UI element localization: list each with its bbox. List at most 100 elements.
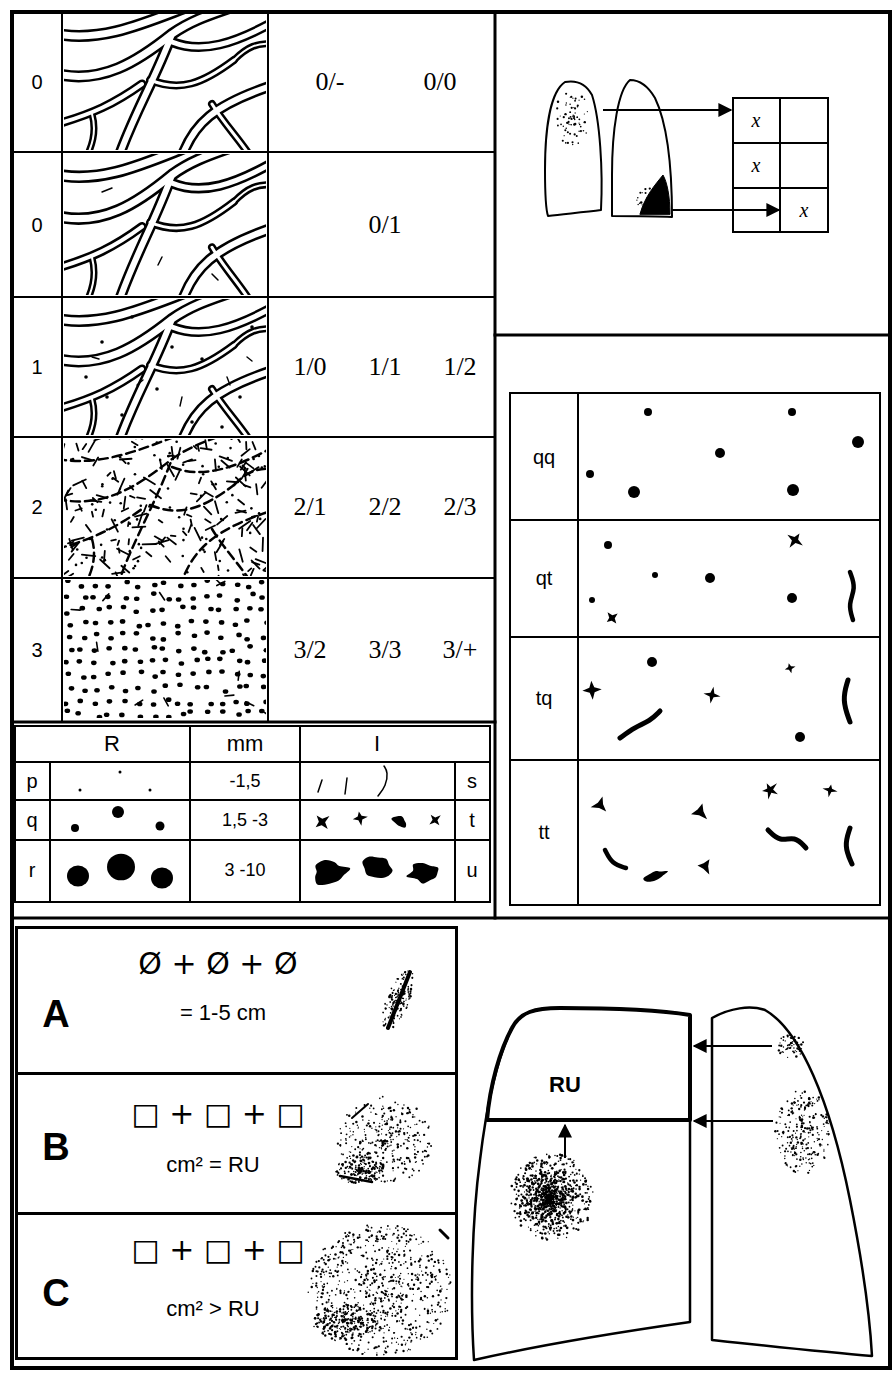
stipple-dot (558, 1190, 560, 1192)
small-opacity (190, 671, 196, 676)
stipple-dot (578, 1208, 581, 1211)
small-opacity (249, 532, 252, 535)
stipple-dot (578, 122, 579, 123)
stipple-dot (540, 1196, 543, 1199)
stipple-dot (546, 1162, 548, 1164)
stipple-dot (558, 1222, 560, 1224)
linear-mark (118, 541, 119, 545)
stipple-dot (787, 1151, 789, 1153)
small-opacity (67, 623, 73, 628)
stipple-dot (546, 1239, 547, 1240)
stipple-dot (801, 1092, 803, 1094)
stipple-dot (778, 1049, 780, 1051)
vessel-trace (64, 509, 142, 549)
round-opacity (852, 436, 864, 448)
stipple-dot (572, 1199, 574, 1201)
stipple-dot (802, 1130, 804, 1132)
stipple-dot (790, 1037, 792, 1039)
small-opacity (77, 699, 83, 704)
small-opacity (187, 709, 193, 714)
stipple-dot (545, 1181, 547, 1183)
stipple-dot (554, 1217, 556, 1219)
stipple-dot (552, 1195, 555, 1198)
stipple-dot (799, 1117, 801, 1119)
irregular-opacity (607, 612, 618, 623)
stipple-dot (550, 1225, 552, 1227)
linear-mark (135, 514, 147, 517)
stipple-dot (774, 1130, 776, 1132)
stipple-dot (541, 1175, 544, 1178)
small-opacity (123, 689, 129, 694)
stipple-dot (792, 1137, 794, 1139)
stipple-dot (537, 1195, 539, 1197)
stipple-dot (550, 1212, 553, 1215)
stipple-dot (552, 1196, 554, 1198)
small-opacity (205, 538, 208, 541)
small-opacity (247, 606, 253, 611)
panel-border (510, 393, 880, 905)
stipple-dot (558, 1160, 560, 1162)
stipple-dot (808, 1098, 810, 1100)
small-opacity (244, 637, 250, 642)
small-opacity (175, 701, 181, 706)
stipple-dot (567, 1182, 568, 1183)
stipple-dot (549, 1210, 550, 1211)
stipple-dot (587, 1207, 589, 1209)
stipple-dot (538, 1212, 540, 1214)
stipple-dot (560, 1220, 562, 1222)
stipple-opacity (778, 1034, 804, 1058)
small-opacity (119, 456, 122, 459)
stipple-dot (542, 1207, 545, 1210)
small-opacity (151, 591, 157, 596)
linear-mark (150, 490, 161, 498)
lung-outline (472, 1008, 690, 1360)
stipple-dot (535, 1205, 536, 1206)
grid-line (12, 436, 495, 438)
stipple-dot (522, 1186, 524, 1188)
stipple-dot (560, 1222, 562, 1224)
grid-line (494, 12, 497, 918)
stipple-dot (800, 1095, 801, 1096)
stipple-dot (542, 1207, 543, 1208)
small-opacity (237, 684, 243, 689)
small-opacity (100, 544, 103, 547)
stipple-dot (553, 1206, 556, 1209)
stipple-dot (577, 1217, 578, 1218)
stipple-dot (569, 124, 570, 125)
stipple-dot (558, 1206, 560, 1208)
stipple-dot (580, 130, 582, 132)
stipple-dot (791, 1138, 793, 1140)
small-mark (137, 380, 143, 385)
stipple-dot (543, 1194, 545, 1196)
stipple-dot (536, 1189, 538, 1191)
stipple-dot (553, 1192, 556, 1195)
stipple-dot (590, 1186, 592, 1188)
small-opacity (175, 624, 181, 629)
stipple-dot (570, 96, 572, 98)
stipple-dot (572, 1172, 574, 1174)
stipple-dot (515, 1217, 517, 1219)
stipple-dot (796, 1130, 798, 1132)
stipple-dot (559, 1213, 561, 1215)
stipple-dot (559, 1154, 561, 1156)
stipple-dot (576, 1218, 577, 1219)
stipple-dot (636, 200, 637, 201)
stipple-dot (562, 1189, 564, 1191)
small-opacity (82, 688, 88, 693)
stipple-dot (579, 1218, 581, 1220)
stipple-dot (513, 1210, 515, 1212)
stipple-dot (569, 1158, 571, 1160)
small-opacity (69, 686, 75, 691)
stipple-dot (801, 1115, 802, 1116)
pointer-arrow (603, 109, 731, 111)
small-opacity (191, 583, 197, 588)
round-opacity (644, 408, 652, 416)
stipple-dot (564, 1171, 567, 1174)
round-opacity (788, 408, 796, 416)
small-opacity (120, 413, 124, 417)
stipple-dot (782, 1051, 784, 1053)
stipple-dot (555, 1203, 558, 1206)
stipple-dot (795, 1055, 798, 1058)
stipple-dot (569, 1195, 571, 1197)
small-opacity (226, 501, 229, 504)
